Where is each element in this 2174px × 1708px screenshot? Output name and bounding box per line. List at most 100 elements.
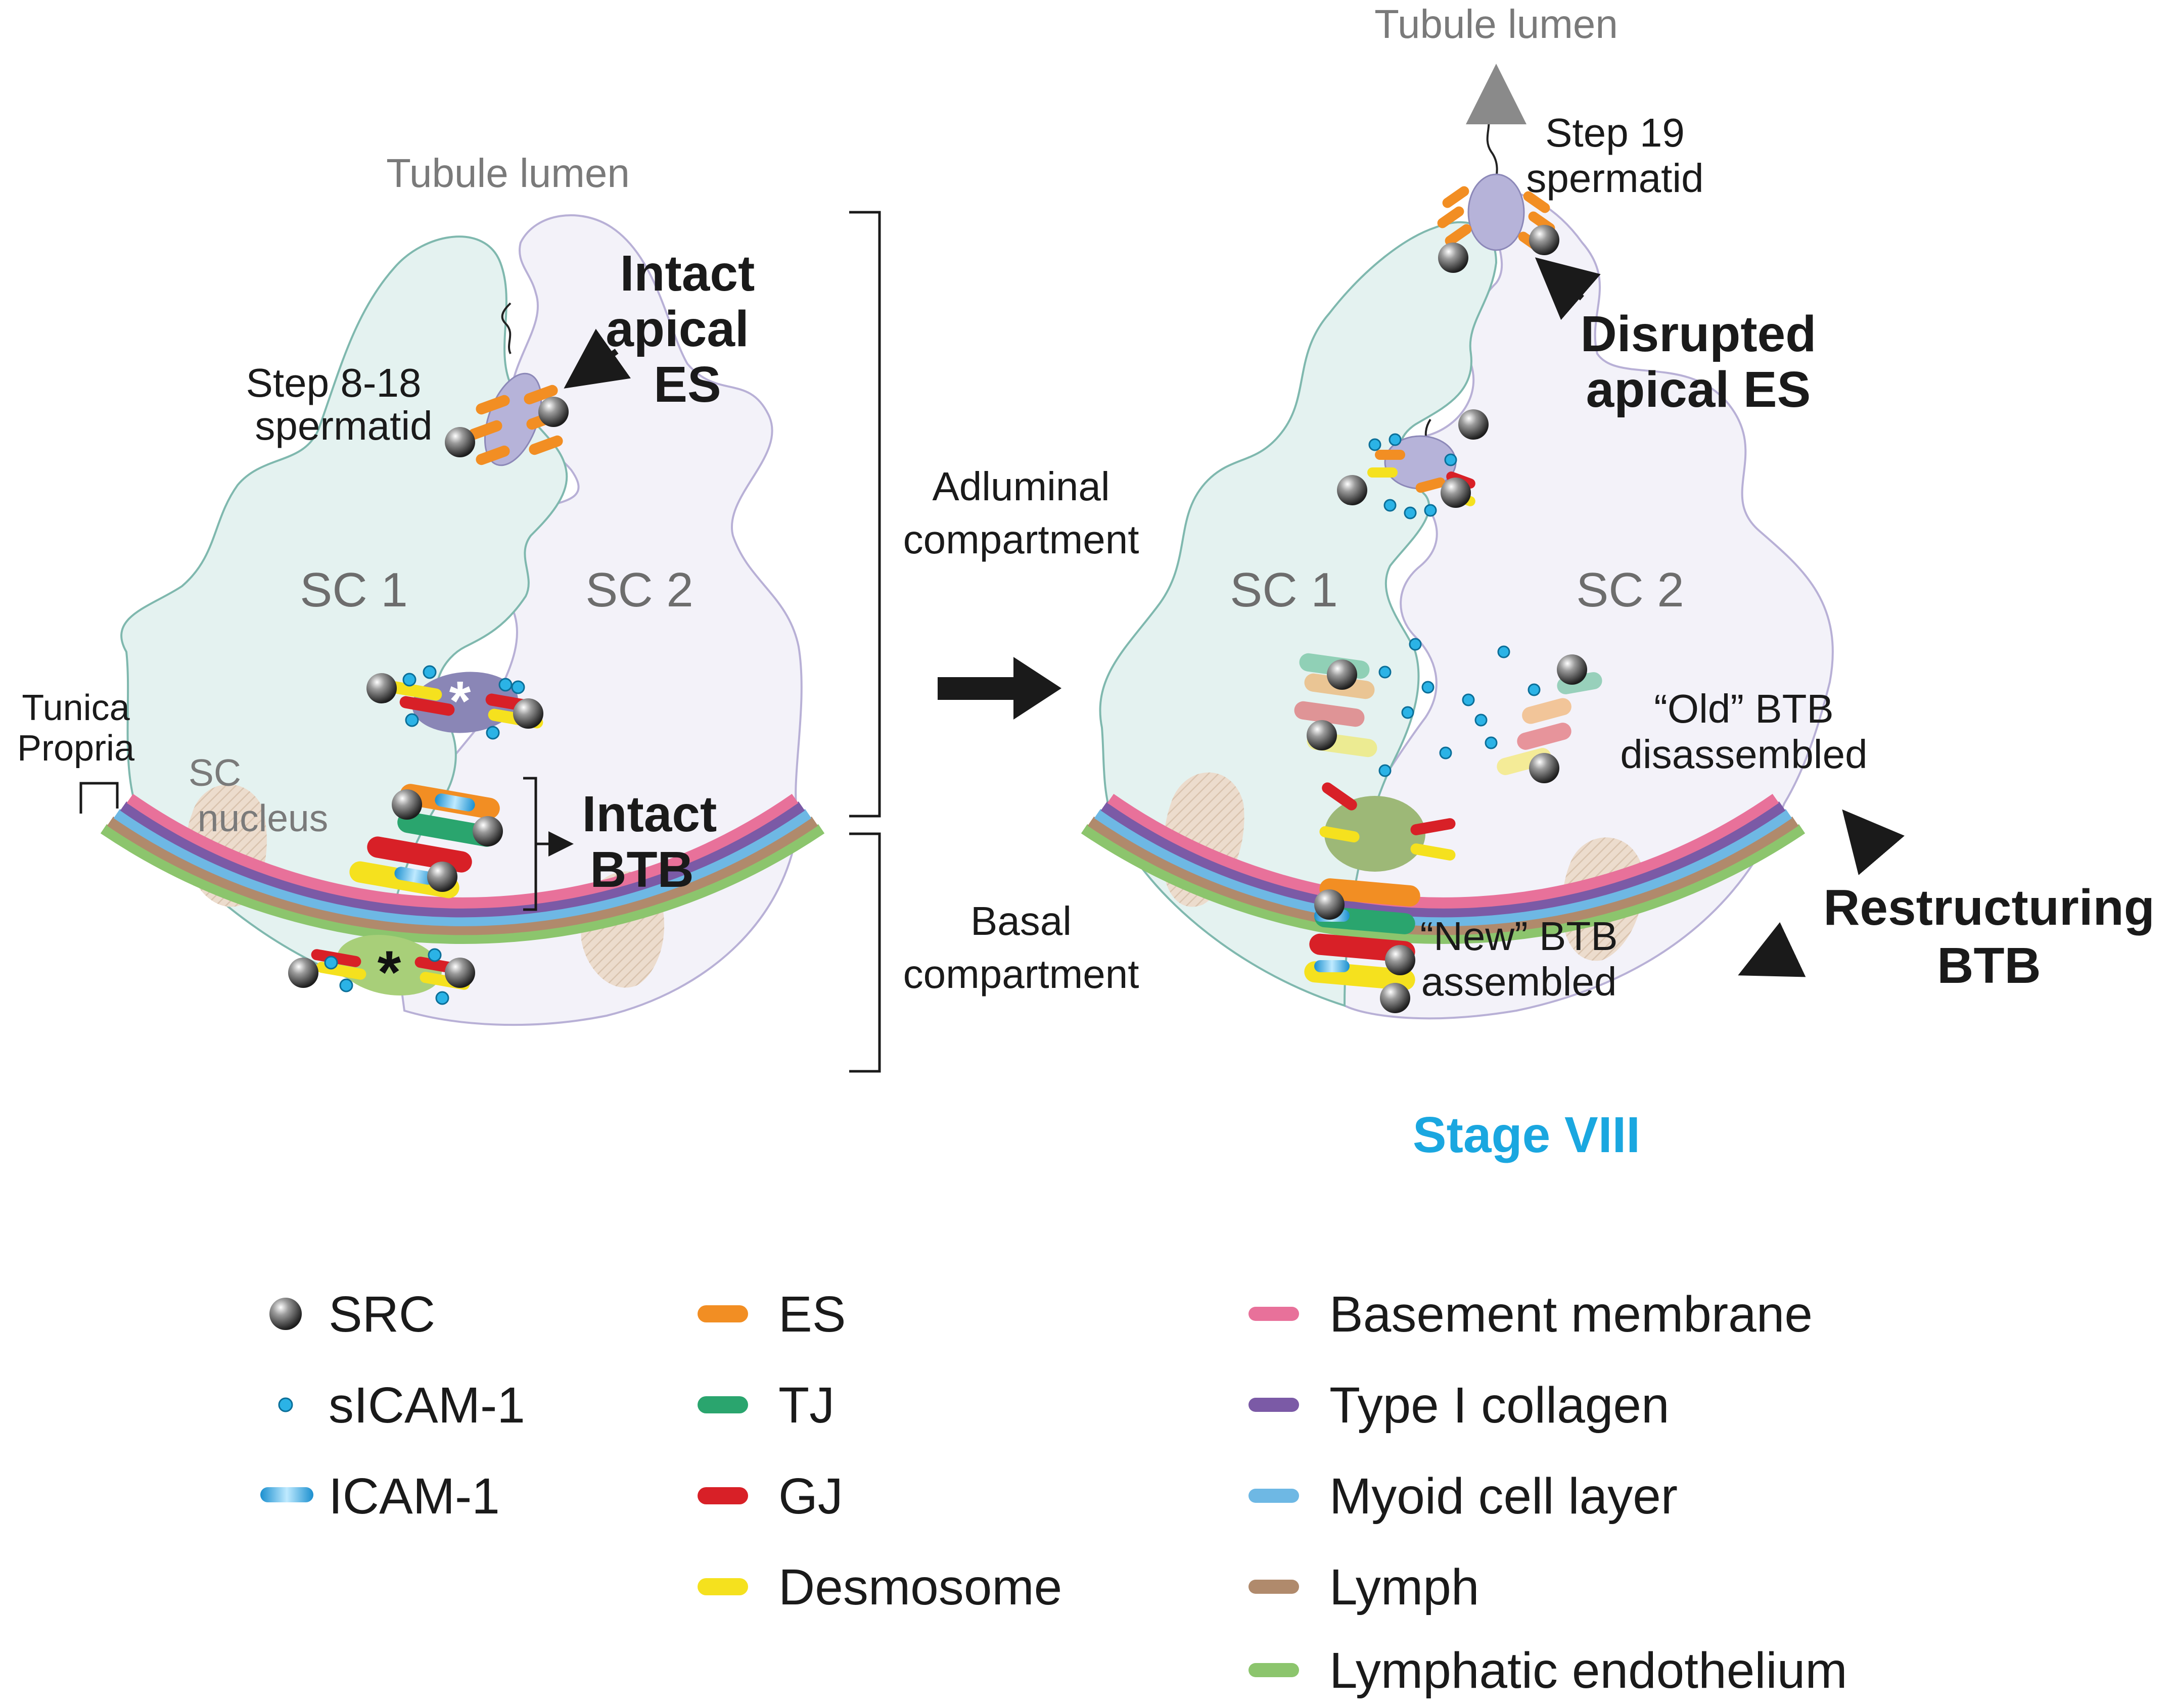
tunica-bracket: [79, 782, 119, 814]
svg-text:apical ES: apical ES: [1586, 361, 1811, 418]
intact-btb-label: Intact BTB: [582, 786, 717, 898]
right-seminiferous-epithelium: [1081, 190, 1834, 1020]
svg-text:ES: ES: [654, 356, 721, 413]
transition-arrow: [938, 657, 1061, 720]
legend-item-sicam: sICAM-1: [278, 1377, 525, 1434]
svg-text:spermatid: spermatid: [1526, 156, 1703, 201]
new-btb-assembled: [1304, 878, 1420, 1013]
sc2-label-right: SC 2: [1576, 563, 1684, 617]
svg-text:Basal: Basal: [970, 898, 1072, 943]
compartment-brackets: [849, 211, 881, 1073]
svg-text:Basement membrane: Basement membrane: [1329, 1286, 1813, 1343]
restructuring-arrow-upper: [1842, 809, 1905, 875]
svg-text:Myoid cell layer: Myoid cell layer: [1329, 1468, 1678, 1525]
legend-item-basement-membrane: Basement membrane: [1248, 1286, 1813, 1343]
basal-compartment-label: Basal compartment: [903, 898, 1139, 997]
svg-text:Desmosome: Desmosome: [778, 1559, 1062, 1616]
step19-spermatid-right: [1437, 110, 1559, 273]
svg-text:Intact: Intact: [620, 245, 755, 302]
sc2-label-left: SC 2: [585, 563, 693, 617]
src-sphere-icon: [269, 1298, 302, 1330]
svg-text:*: *: [378, 938, 401, 1006]
sc1-label-right: SC 1: [1230, 563, 1337, 617]
desmosome-swatch-icon: [698, 1578, 748, 1595]
svg-text:assembled: assembled: [1421, 959, 1617, 1004]
lymphatic-endothelium-swatch-icon: [1248, 1663, 1299, 1677]
myoid-swatch-icon: [1248, 1489, 1299, 1503]
svg-text:TJ: TJ: [778, 1377, 835, 1434]
legend-item-myoid: Myoid cell layer: [1248, 1468, 1678, 1525]
svg-text:Adluminal: Adluminal: [932, 464, 1109, 509]
svg-text:apical: apical: [606, 301, 749, 357]
svg-text:sICAM-1: sICAM-1: [329, 1377, 525, 1434]
src-sphere-icon: [445, 427, 475, 457]
svg-text:Type I collagen: Type I collagen: [1329, 1377, 1670, 1434]
new-btb-label: “New” BTB assembled: [1420, 914, 1617, 1004]
basal-junction-complex-right: [1319, 782, 1456, 872]
legend-item-gj: GJ: [698, 1468, 843, 1525]
svg-text:Intact: Intact: [582, 786, 717, 842]
svg-text:Step 8-18: Step 8-18: [246, 360, 422, 405]
svg-text:BTB: BTB: [590, 841, 694, 898]
gj-swatch-icon: [698, 1487, 748, 1504]
legend-item-icam: ICAM-1: [260, 1468, 500, 1525]
tubule-lumen-label-right: Tubule lumen: [1374, 2, 1618, 46]
legend: SRC sICAM-1 ICAM-1 ES TJ GJ Desmosome: [260, 1286, 1847, 1699]
tunica-propria-layers-right: [1081, 793, 1806, 944]
basal-es-complex-left: *: [366, 665, 543, 740]
tunica-propria-label: Tunica Propria: [17, 688, 135, 769]
adluminal-compartment-label: Adluminal compartment: [903, 464, 1139, 562]
svg-text:ES: ES: [778, 1286, 846, 1343]
disrupted-apical-complex-right: [1337, 409, 1489, 519]
svg-text:ICAM-1: ICAM-1: [329, 1468, 500, 1525]
legend-item-tj: TJ: [698, 1377, 835, 1434]
svg-text:Propria: Propria: [17, 728, 135, 769]
svg-text:compartment: compartment: [903, 517, 1139, 562]
svg-text:GJ: GJ: [778, 1468, 843, 1525]
svg-text:“Old” BTB: “Old” BTB: [1654, 686, 1834, 731]
src-sphere-icon: [538, 397, 569, 427]
disrupted-es-arrow: [1535, 257, 1601, 320]
apical-es-left: [445, 302, 569, 466]
legend-item-src: SRC: [269, 1286, 435, 1343]
tj-swatch-icon: [698, 1396, 748, 1413]
basement-membrane-swatch-icon: [1248, 1307, 1299, 1321]
legend-item-es: ES: [698, 1286, 846, 1343]
svg-text:compartment: compartment: [903, 952, 1139, 997]
svg-text:Step 19: Step 19: [1545, 110, 1685, 155]
legend-item-lymphatic-endothelium: Lymphatic endothelium: [1248, 1642, 1847, 1699]
old-btb-src-and-sicam: [1307, 638, 1587, 783]
old-btb-label: “Old” BTB disassembled: [1620, 686, 1867, 777]
basal-junction-complex-left: *: [288, 935, 475, 1006]
svg-text:Restructuring: Restructuring: [1823, 879, 2155, 936]
es-swatch-icon: [698, 1305, 748, 1322]
sicam-dot-icon: [278, 1397, 293, 1412]
disrupted-apical-es-label: Disrupted apical ES: [1581, 306, 1817, 418]
svg-text:SC: SC: [189, 751, 241, 794]
restructuring-btb-label: Restructuring BTB: [1823, 879, 2155, 994]
svg-text:Disrupted: Disrupted: [1581, 306, 1817, 362]
sc1-label-left: SC 1: [300, 563, 407, 617]
legend-item-lymph: Lymph: [1248, 1559, 1479, 1616]
svg-text:disassembled: disassembled: [1620, 732, 1867, 777]
intact-es-arrow: [564, 328, 631, 389]
icam-capsule-icon: [260, 1487, 313, 1502]
svg-text:BTB: BTB: [1937, 937, 2041, 994]
legend-item-desmosome: Desmosome: [698, 1559, 1062, 1616]
spermatid-label-left: Step 8-18 spermatid: [246, 360, 433, 448]
tunica-propria-layers-left: [100, 793, 825, 944]
type1-collagen-swatch-icon: [1248, 1398, 1299, 1412]
legend-item-type1-collagen: Type I collagen: [1248, 1377, 1670, 1434]
svg-text:nucleus: nucleus: [198, 797, 329, 839]
svg-text:SRC: SRC: [329, 1286, 435, 1343]
svg-text:Lymphatic endothelium: Lymphatic endothelium: [1329, 1642, 1847, 1699]
restructuring-arrow-lower: [1738, 922, 1806, 977]
stage-label: Stage VIII: [1413, 1107, 1640, 1163]
spermatid-label-right: Step 19 spermatid: [1526, 110, 1703, 201]
svg-text:spermatid: spermatid: [255, 403, 432, 448]
intact-btb-junctions-left: [349, 777, 574, 911]
svg-text:*: *: [449, 670, 471, 732]
svg-text:Tunica: Tunica: [22, 688, 130, 728]
svg-text:Lymph: Lymph: [1329, 1559, 1479, 1616]
